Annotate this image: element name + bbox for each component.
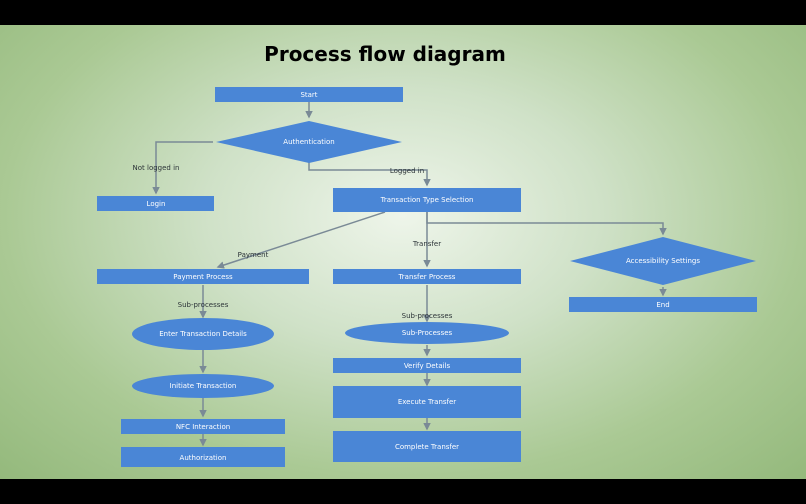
node-start[interactable]: Start — [215, 87, 403, 102]
node-verify-details-label: Verify Details — [404, 362, 451, 370]
node-nfc-interaction[interactable]: NFC Interaction — [121, 419, 285, 434]
node-execute-transfer-label: Execute Transfer — [398, 398, 456, 406]
node-login[interactable]: Login — [97, 196, 214, 211]
node-login-label: Login — [147, 200, 166, 208]
node-complete-transfer[interactable]: Complete Transfer — [333, 431, 521, 462]
edge-transaction-accessibility — [426, 212, 667, 236]
node-execute-transfer-shape — [333, 386, 521, 418]
node-payment-process-shape — [97, 269, 309, 284]
node-transaction-type[interactable]: Transaction Type Selection — [333, 188, 521, 212]
node-authorization-label: Authorization — [180, 454, 227, 462]
node-transfer-process-label: Transfer Process — [398, 273, 456, 281]
edge-labels: Not logged in Logged in Payment Transfer… — [133, 164, 453, 320]
node-authorization[interactable]: Authorization — [121, 447, 285, 467]
edge-transaction-payment — [216, 211, 386, 269]
node-initiate-transaction[interactable]: Initiate Transaction — [132, 374, 274, 398]
node-payment-process-label: Payment Process — [173, 273, 233, 281]
label-logged-in: Logged in — [390, 167, 424, 175]
node-transaction-type-label: Transaction Type Selection — [380, 196, 474, 204]
node-enter-transaction-details-label: Enter Transaction Details — [159, 330, 247, 338]
node-complete-transfer-shape — [333, 431, 521, 462]
label-payment: Payment — [238, 251, 269, 259]
node-sub-processes-label: Sub-Processes — [402, 329, 453, 337]
node-verify-details-shape — [333, 358, 521, 373]
page-title: Process flow diagram — [264, 42, 506, 66]
node-authentication-shape — [216, 121, 402, 163]
edges — [152, 102, 667, 447]
node-enter-transaction-details[interactable]: Enter Transaction Details — [132, 318, 274, 350]
flowchart: Not logged in Logged in Payment Transfer… — [97, 87, 757, 467]
node-transfer-process-shape — [333, 269, 521, 284]
node-end-label: End — [656, 301, 669, 309]
node-end[interactable]: End — [569, 297, 757, 312]
node-enter-transaction-details-shape — [132, 318, 274, 350]
node-login-shape — [97, 196, 214, 211]
node-nfc-interaction-shape — [121, 419, 285, 434]
node-sub-processes[interactable]: Sub-Processes — [345, 322, 509, 344]
node-sub-processes-shape — [345, 322, 509, 344]
node-start-shape — [215, 87, 403, 102]
node-transaction-type-shape — [333, 188, 521, 212]
label-not-logged-in: Not logged in — [133, 164, 180, 172]
node-initiate-transaction-shape — [132, 374, 274, 398]
node-initiate-transaction-label: Initiate Transaction — [170, 382, 237, 390]
node-authentication[interactable]: Authentication — [216, 121, 402, 163]
edge-auth-transaction — [308, 162, 431, 187]
diagram-canvas: Process flow diagram Not — [0, 25, 806, 479]
node-verify-details[interactable]: Verify Details — [333, 358, 521, 373]
node-start-label: Start — [300, 91, 317, 99]
node-execute-transfer[interactable]: Execute Transfer — [333, 386, 521, 418]
edge-auth-login — [152, 141, 213, 195]
node-accessibility-settings[interactable]: Accessibility Settings — [570, 237, 756, 285]
label-sub-processes-left: Sub-processes — [178, 301, 229, 309]
node-payment-process[interactable]: Payment Process — [97, 269, 309, 284]
node-nfc-interaction-label: NFC Interaction — [176, 423, 230, 431]
label-sub-processes-mid: Sub-processes — [402, 312, 453, 320]
node-authentication-label: Authentication — [283, 138, 334, 146]
node-accessibility-settings-label: Accessibility Settings — [626, 257, 700, 265]
label-transfer: Transfer — [412, 240, 441, 248]
node-accessibility-settings-shape — [570, 237, 756, 285]
node-transfer-process[interactable]: Transfer Process — [333, 269, 521, 284]
node-complete-transfer-label: Complete Transfer — [395, 443, 459, 451]
node-authorization-shape — [121, 447, 285, 467]
node-end-shape — [569, 297, 757, 312]
